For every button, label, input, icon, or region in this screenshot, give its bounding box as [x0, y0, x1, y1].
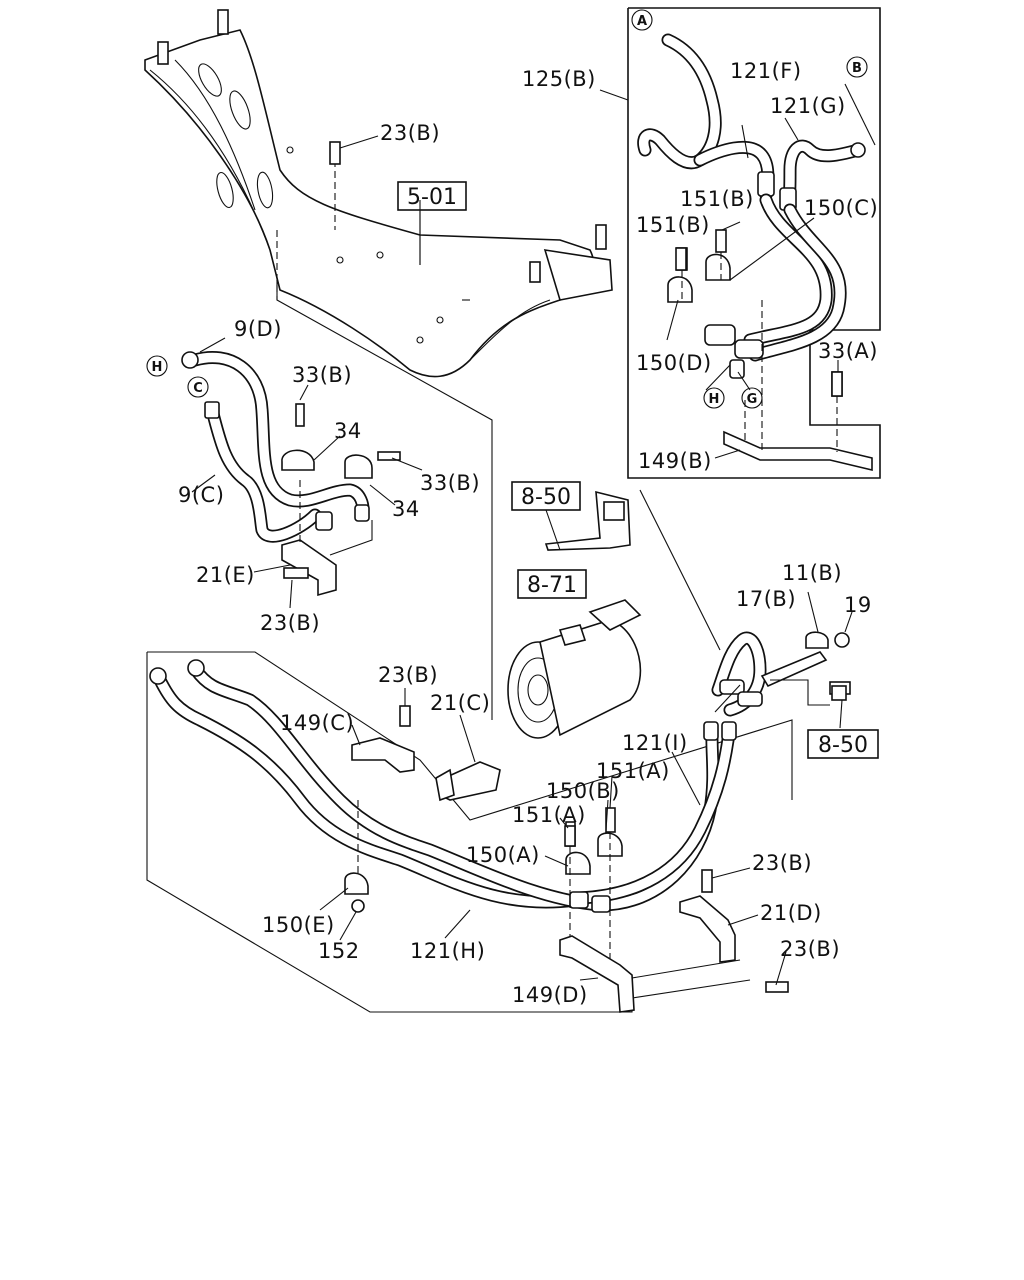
ref-8-50-right[interactable]: 8-50 [818, 733, 868, 758]
label-23b-left: 23(B) [260, 611, 320, 635]
crossmember [144, 9, 613, 378]
ref-box-8-50-top[interactable]: 8-50 [511, 481, 581, 511]
hose-125b [704, 193, 847, 379]
bracket-149b [723, 300, 873, 472]
svg-text:C: C [193, 381, 203, 396]
label-33b-1: 33(B) [292, 363, 352, 387]
bracket-850 [544, 490, 631, 551]
hose-9c [204, 401, 322, 543]
label-121h: 121(H) [410, 939, 485, 963]
label-leaders [191, 83, 876, 986]
connector-g-inset: G [741, 387, 763, 409]
label-150e: 150(E) [262, 913, 335, 937]
label-121f: 121(F) [730, 59, 802, 83]
hose-121h [149, 667, 582, 909]
label-33b-2: 33(B) [420, 471, 480, 495]
label-149b: 149(B) [638, 449, 712, 473]
label-150b: 150(B) [546, 779, 620, 803]
label-34-2: 34 [392, 497, 420, 521]
svg-text:B: B [852, 61, 862, 76]
label-121i: 121(I) [622, 731, 688, 755]
label-23b-top: 23(B) [380, 121, 440, 145]
ref-5-01[interactable]: 5-01 [407, 185, 457, 210]
bracket-21d [679, 869, 789, 993]
manifold-17b [711, 631, 851, 717]
label-21d: 21(D) [760, 901, 822, 925]
label-149c: 149(C) [280, 711, 354, 735]
label-9d: 9(D) [234, 317, 282, 341]
connector-h-inset: H [703, 387, 725, 409]
connector-c-left: C [187, 376, 209, 398]
label-121g: 121(G) [770, 94, 846, 118]
label-149d: 149(D) [512, 983, 588, 1007]
bolts [329, 141, 847, 847]
label-19: 19 [844, 593, 872, 617]
label-23b-bottom: 23(B) [780, 937, 840, 961]
label-150a: 150(A) [466, 843, 540, 867]
hose-9d [181, 350, 370, 522]
label-151a-2: 151(A) [512, 803, 586, 827]
label-152: 152 [318, 939, 360, 963]
ref-8-71[interactable]: 8-71 [527, 573, 577, 598]
ref-box-8-50-right[interactable]: 8-50 [807, 729, 879, 759]
label-23b-right: 23(B) [752, 851, 812, 875]
connector-b: B [846, 56, 868, 78]
bracket-21e [281, 480, 373, 597]
hose-121f [637, 33, 775, 202]
label-11b: 11(B) [782, 561, 842, 585]
label-9c: 9(C) [178, 483, 224, 507]
label-151b-1: 151(B) [680, 187, 754, 211]
label-151a-1: 151(A) [596, 759, 670, 783]
ref-box-8-71[interactable]: 8-71 [517, 569, 587, 599]
label-21e: 21(E) [196, 563, 255, 587]
clamp-34 [281, 403, 401, 531]
label-17b: 17(B) [736, 587, 796, 611]
bracket-149d [559, 935, 635, 1013]
label-21c: 21(C) [430, 691, 490, 715]
label-23b-mid: 23(B) [378, 663, 438, 687]
hose-121i [187, 659, 737, 913]
compressor [507, 599, 642, 739]
label-34-1: 34 [334, 419, 362, 443]
label-33a: 33(A) [818, 339, 878, 363]
svg-text:A: A [637, 14, 647, 29]
svg-text:H: H [152, 360, 163, 375]
label-125b: 125(B) [522, 67, 596, 91]
svg-text:G: G [747, 392, 758, 407]
inset-frame [599, 7, 881, 479]
connector-a: A [631, 9, 653, 31]
label-151b-2: 151(B) [636, 213, 710, 237]
ref-box-5-01[interactable]: 5-01 [397, 181, 467, 211]
bracket-149c [351, 705, 415, 773]
bracket-21c [435, 761, 501, 802]
connector-h-left: H [146, 355, 168, 377]
label-150d: 150(D) [636, 351, 712, 375]
ref-8-50-top[interactable]: 8-50 [521, 485, 571, 510]
label-150c: 150(C) [804, 196, 878, 220]
svg-text:H: H [709, 392, 720, 407]
